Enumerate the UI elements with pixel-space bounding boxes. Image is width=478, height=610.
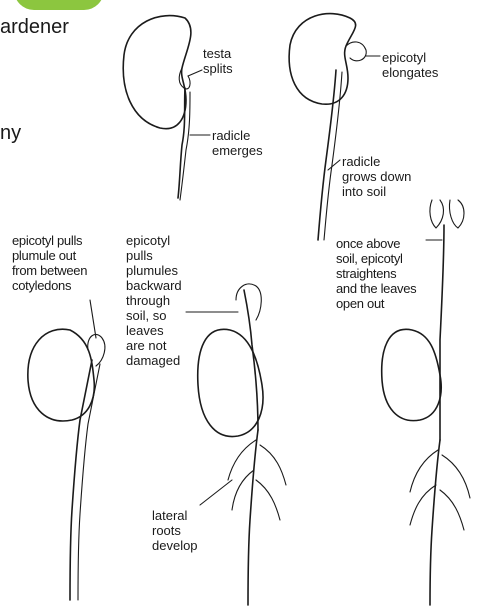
stem-stage-3 (70, 360, 92, 600)
root-stage-4 (248, 430, 258, 605)
pointer-plumule (90, 300, 96, 338)
label-epicotyl-elongates: epicotyl elongates (382, 50, 438, 80)
stage-1-seed (123, 16, 191, 200)
stage-3-seed (28, 329, 105, 600)
radicle-stage-1 (178, 88, 185, 198)
label-testa-splits: testa splits (203, 46, 233, 76)
stage-4-seed (198, 284, 286, 605)
pointer-lateral-roots (200, 480, 232, 505)
label-radicle-grows-down: radicle grows down into soil (342, 154, 411, 199)
label-epicotyl-pulls-plumule: epicotyl pulls plumule out from between … (12, 233, 87, 293)
label-epicotyl-pulls-plumules-backward: epicotyl pulls plumules backward through… (126, 233, 182, 368)
label-lateral-roots: lateral roots develop (152, 508, 198, 553)
label-radicle-emerges: radicle emerges (212, 128, 263, 158)
label-once-above-soil: once above soil, epicotyl straightens an… (336, 236, 416, 311)
pointer-testa (188, 70, 202, 76)
pointer-radicle-grows (328, 160, 340, 170)
stem-stage-5 (440, 225, 444, 440)
root-stage-5 (430, 440, 440, 605)
stage-2-seed (289, 14, 366, 240)
